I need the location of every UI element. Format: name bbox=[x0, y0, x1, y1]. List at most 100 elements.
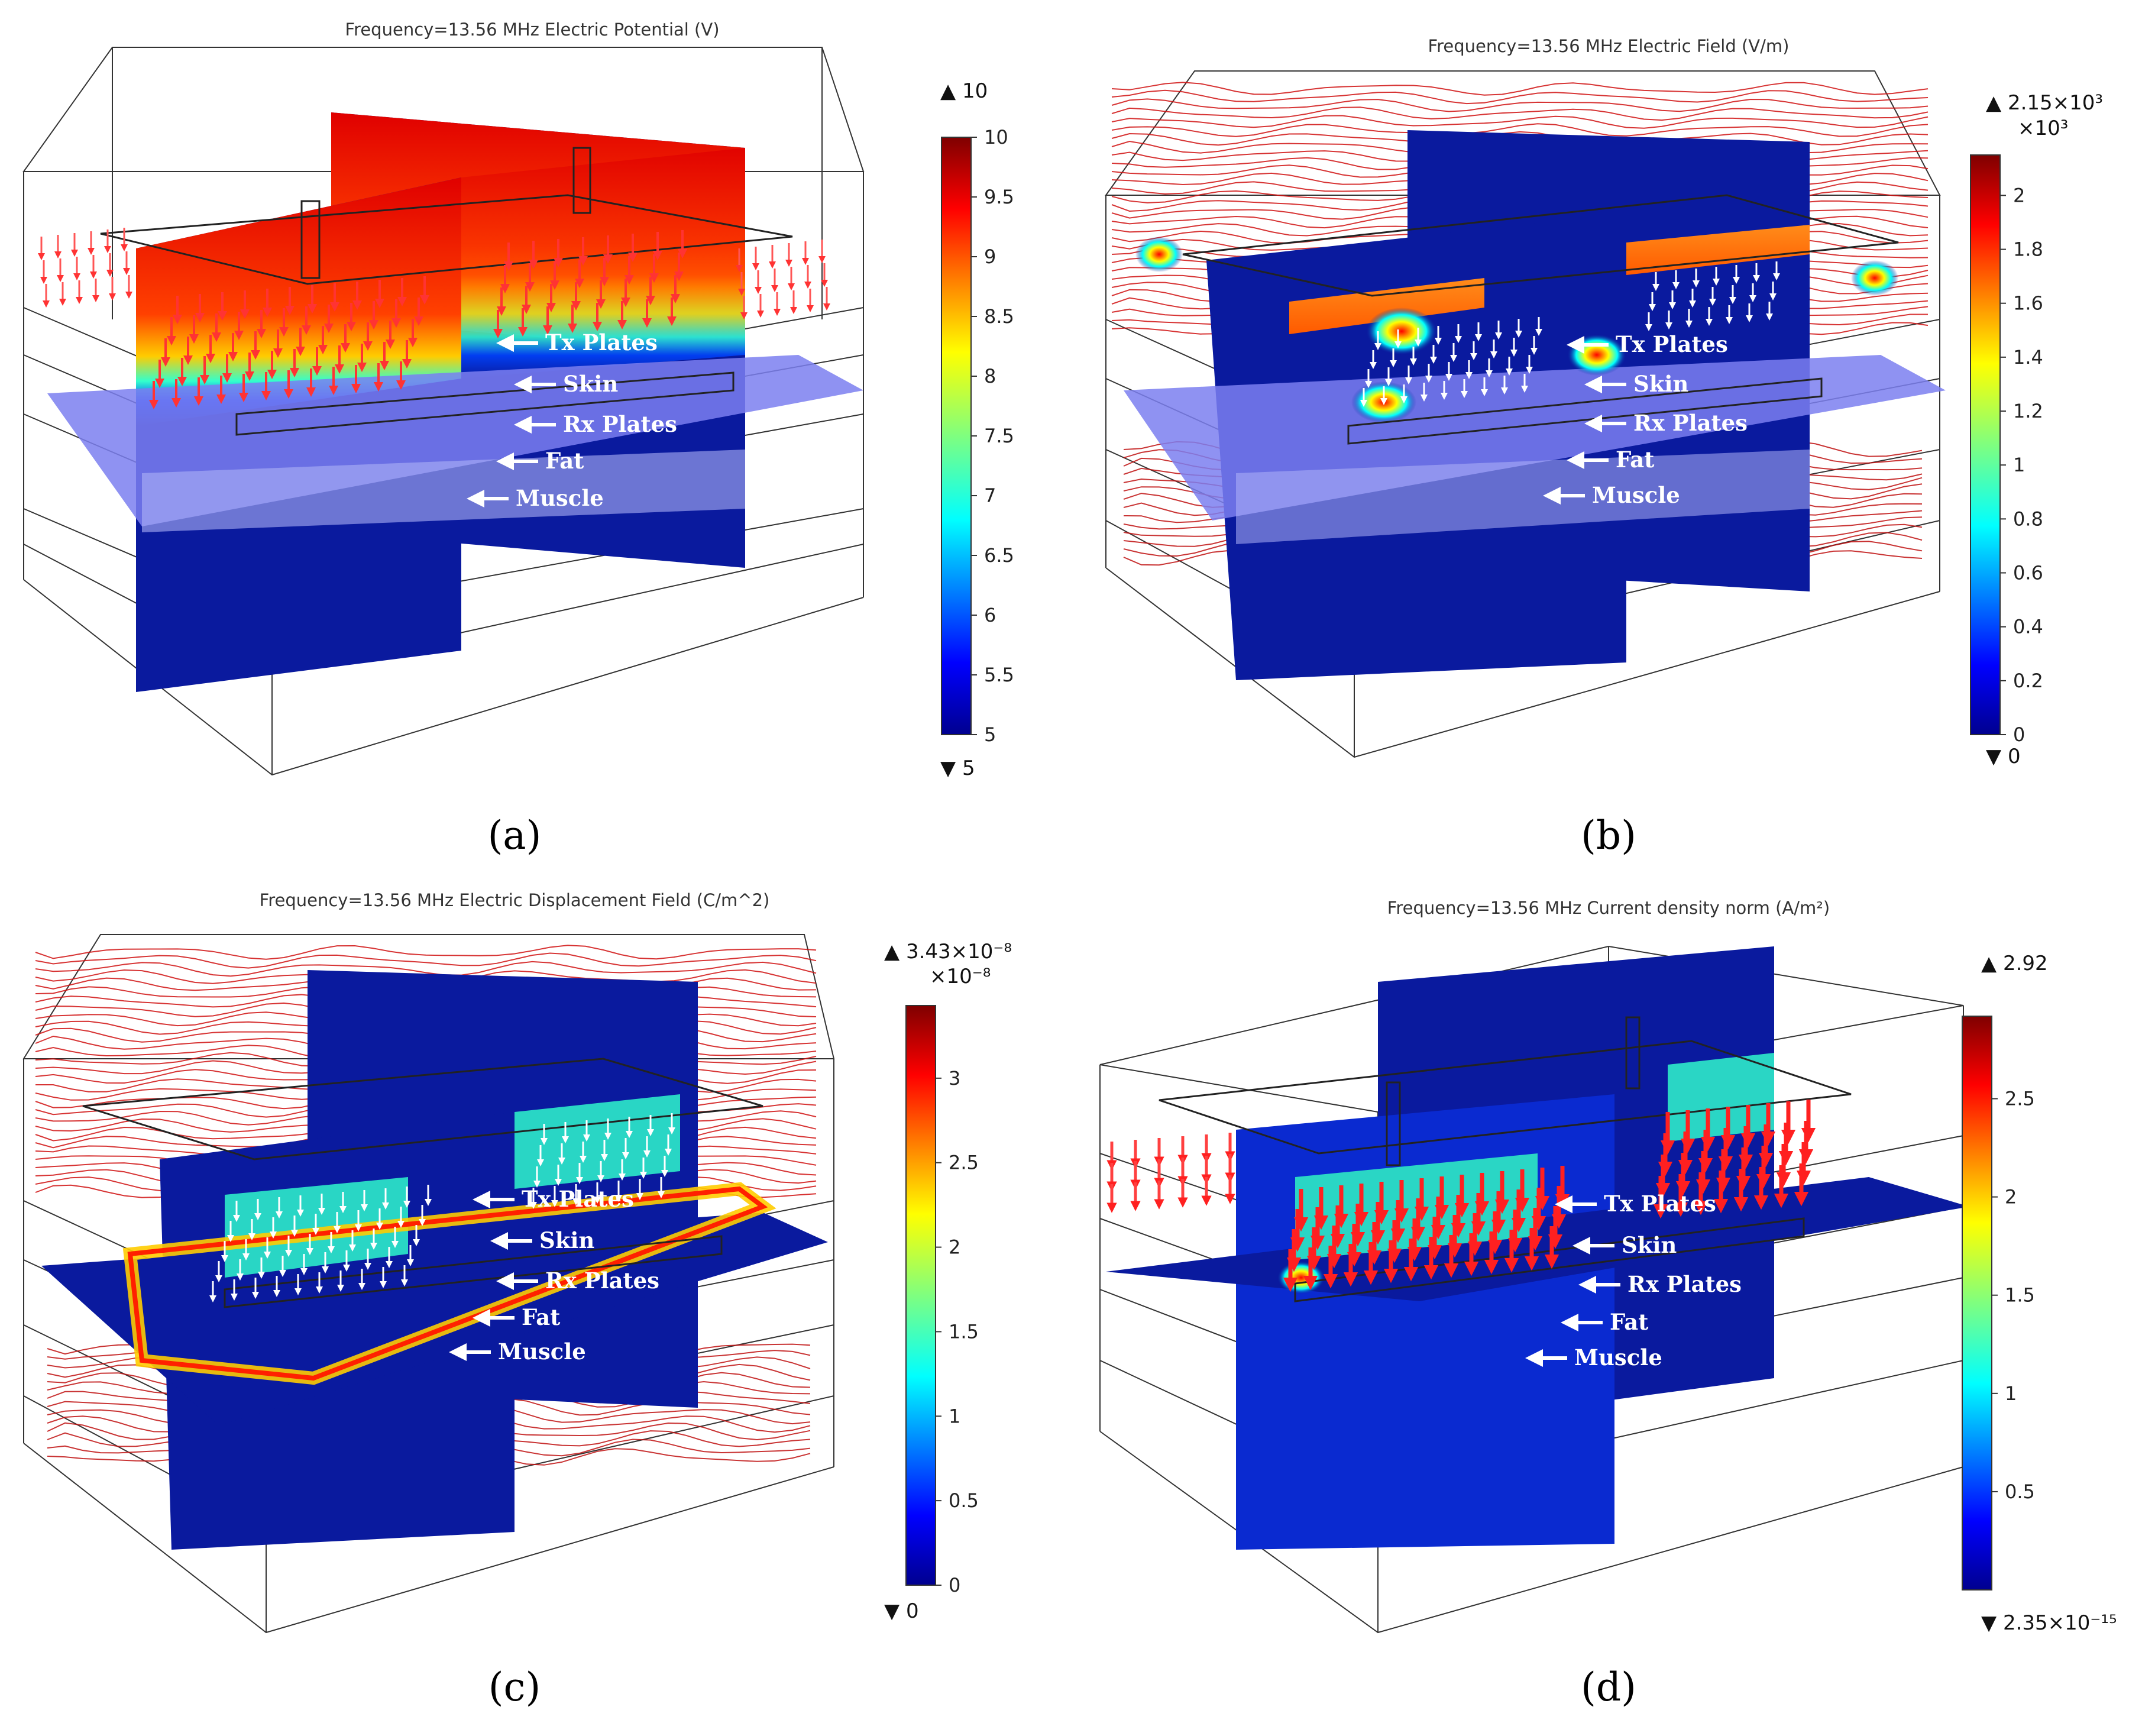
panel-b-tx-plate-right bbox=[1626, 225, 1810, 275]
contour-line bbox=[1111, 106, 1929, 121]
panel-c-tick-label: 1.5 bbox=[949, 1320, 979, 1343]
panel-d-layer-label: Skin bbox=[1622, 1232, 1677, 1258]
panel-b-layer-label: Rx Plates bbox=[1633, 410, 1748, 436]
panel-a-tick-label: 8 bbox=[984, 365, 996, 387]
panel-a-tick-label: 6.5 bbox=[984, 544, 1014, 567]
panel-d-layer-label: Rx Plates bbox=[1627, 1271, 1742, 1297]
panel-b-tick-label: 0.4 bbox=[2013, 616, 2043, 638]
panel-c-field-arrows bbox=[209, 1113, 675, 1302]
panel-d-slice-front bbox=[1236, 1094, 1614, 1550]
panel-c-tick-label: 3 bbox=[949, 1067, 960, 1090]
panel-a-layer-label: Rx Plates bbox=[563, 411, 677, 437]
panel-b-tx-plate-left bbox=[1289, 278, 1484, 334]
panel-c-title: Frequency=13.56 MHz Electric Displacemen… bbox=[260, 890, 770, 910]
panel-a-tick-label: 6 bbox=[984, 604, 996, 626]
panel-b-tick-label: 2 bbox=[2013, 184, 2025, 206]
panel-a-tick-label: 7.5 bbox=[984, 425, 1014, 447]
panel-d-legend-min: ▼ 2.35×10⁻¹⁵ bbox=[1981, 1611, 2117, 1635]
panel-b-tick-label: 1.6 bbox=[2013, 292, 2043, 315]
panel-c-legend-max: ▲ 3.43×10⁻⁸ bbox=[884, 940, 1012, 964]
panel-c-layer-label: Rx Plates bbox=[545, 1268, 659, 1294]
panel-c-tick-label: 0 bbox=[949, 1574, 960, 1596]
panel-d-legend-max: ▲ 2.92 bbox=[1981, 952, 2048, 975]
contour-line bbox=[35, 961, 817, 977]
panel-b: Frequency=13.56 MHz Electric Field (V/m) bbox=[1105, 36, 2103, 858]
panel-d-title: Frequency=13.56 MHz Current density norm… bbox=[1387, 898, 1830, 918]
panel-d-layer-label: Muscle bbox=[1574, 1344, 1662, 1370]
panel-c-tick-label: 2.5 bbox=[949, 1152, 979, 1174]
panel-a-caption: (a) bbox=[488, 813, 542, 858]
panel-c-caption: (c) bbox=[488, 1664, 541, 1710]
panel-d-layer-label: Tx Plates bbox=[1604, 1191, 1716, 1217]
panel-d-caption: (d) bbox=[1581, 1664, 1636, 1710]
panel-a-legend-max: ▲ 10 bbox=[940, 79, 988, 103]
panel-c-layer-label: Tx Plates bbox=[522, 1186, 634, 1212]
panel-b-tick-label: 0.2 bbox=[2013, 670, 2043, 692]
panel-a-legend-min: ▼ 5 bbox=[940, 757, 975, 780]
panel-a-layer-label: Muscle bbox=[516, 485, 604, 511]
panel-b-tick-label: 0.8 bbox=[2013, 507, 2043, 530]
contour-line bbox=[1111, 82, 1929, 96]
panel-a-layer-label: Tx Plates bbox=[545, 329, 658, 355]
panel-b-layer-label: Fat bbox=[1616, 447, 1654, 473]
panel-a-layer-label: Skin bbox=[563, 371, 618, 397]
panel-a-colorbar: ▲ 10 10 9.5 9 8.5 8 7.5 7 6.5 6 5.5 5 ▼ 5 bbox=[940, 79, 1014, 780]
panel-b-colorbar: ▲ 2.15×10³ ×10³ 21.81.61.41.210.80.60.40… bbox=[1970, 91, 2103, 768]
panel-b-caption: (b) bbox=[1581, 813, 1636, 858]
panel-b-legend-min: ▼ 0 bbox=[1986, 745, 2021, 768]
panel-c-legend-min: ▼ 0 bbox=[884, 1599, 919, 1623]
panel-b-layer-label: Muscle bbox=[1592, 482, 1680, 508]
panel-a-field-arrows bbox=[38, 228, 830, 409]
panel-a-title: Frequency=13.56 MHz Electric Potential (… bbox=[345, 20, 719, 40]
panel-d: Frequency=13.56 MHz Current density norm… bbox=[1099, 898, 2117, 1710]
panel-a-tick-label: 9 bbox=[984, 245, 996, 268]
panel-a-tick-label: 8.5 bbox=[984, 305, 1014, 328]
panel-b-layer-label: Skin bbox=[1633, 371, 1688, 397]
panel-c-tick-label: 1 bbox=[949, 1405, 960, 1427]
contour-line bbox=[1111, 123, 1929, 137]
panel-b-multiplier: ×10³ bbox=[2018, 117, 2068, 140]
panel-a: Frequency=13.56 MHz Electric Potential (… bbox=[22, 20, 1014, 858]
panel-a-tick-label: 5.5 bbox=[984, 664, 1014, 686]
panel-c-colorbar: ▲ 3.43×10⁻⁸ ×10⁻⁸ 3 2.5 2 1.5 1 0.5 0 ▼ 0 bbox=[884, 940, 1012, 1623]
panel-a-tick-label: 5 bbox=[984, 723, 996, 746]
panel-c-tx-plate-right bbox=[515, 1094, 680, 1189]
panel-a-layer-label: Fat bbox=[545, 448, 584, 474]
contour-line bbox=[1111, 89, 1929, 105]
contour-line bbox=[35, 952, 817, 969]
panel-b-tick-label: 1.8 bbox=[2013, 238, 2043, 261]
panel-a-tick-label: 9.5 bbox=[984, 186, 1014, 208]
panel-a-tick-label: 7 bbox=[984, 484, 996, 507]
panel-d-tick-label: 2.5 bbox=[2005, 1088, 2035, 1110]
panel-b-tick-label: 0.6 bbox=[2013, 562, 2043, 584]
panel-c: Frequency=13.56 MHz Electric Displacemen… bbox=[22, 890, 1012, 1710]
panel-c-layer-label: Skin bbox=[539, 1227, 594, 1253]
panel-d-layer-label: Fat bbox=[1610, 1309, 1648, 1335]
contour-line bbox=[1111, 115, 1929, 129]
panel-b-layer-label: Tx Plates bbox=[1616, 331, 1728, 357]
panel-d-tick-label: 1 bbox=[2005, 1382, 2017, 1405]
contour-line bbox=[35, 945, 817, 960]
panel-c-layer-label: Fat bbox=[522, 1304, 560, 1330]
panel-c-tick-label: 0.5 bbox=[949, 1489, 979, 1512]
panel-b-legend-max: ▲ 2.15×10³ bbox=[1986, 91, 2103, 115]
panel-b-tick-label: 1.2 bbox=[2013, 400, 2043, 422]
panel-c-tick-label: 2 bbox=[949, 1236, 960, 1259]
contour-line bbox=[1111, 131, 1929, 146]
panel-a-tick-label: 10 bbox=[984, 126, 1008, 148]
panel-c-layer-label: Muscle bbox=[498, 1339, 586, 1365]
panel-d-tick-label: 2 bbox=[2005, 1186, 2017, 1208]
panel-d-tx-plate-right bbox=[1668, 1053, 1774, 1142]
panel-b-field-arrows bbox=[1360, 261, 1780, 407]
contour-line bbox=[1111, 98, 1929, 112]
panel-d-tick-label: 1.5 bbox=[2005, 1284, 2035, 1307]
panel-d-colorbar: ▲ 2.92 2.5 2 1.5 1 0.5 ▼ 2.35×10⁻¹⁵ bbox=[1962, 952, 2117, 1635]
panel-c-multiplier: ×10⁻⁸ bbox=[930, 965, 991, 988]
panel-d-tick-label: 0.5 bbox=[2005, 1480, 2035, 1503]
panel-b-lower-plane bbox=[1236, 450, 1810, 544]
